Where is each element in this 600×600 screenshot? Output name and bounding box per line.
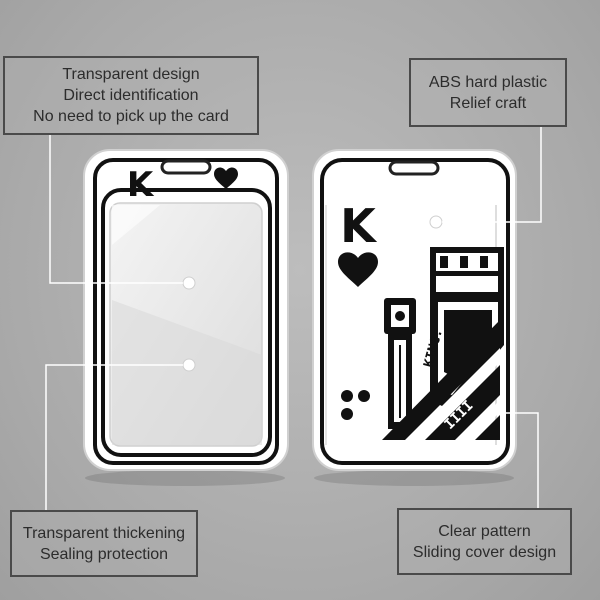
callout-3-line-2: Sealing protection [39,545,169,563]
right-heart-icon [338,252,378,287]
callout-2-line-2: Relief craft [449,94,527,112]
right-card-shadow [314,470,514,486]
callout-clear-pattern: Clear pattern Sliding cover design [397,508,572,575]
diagonal-band-graphic [382,320,500,440]
left-rank-k: K [127,165,155,205]
left-upper-marker-dot [182,276,196,290]
leader-line-1 [49,135,183,284]
callout-abs-plastic: ABS hard plastic Relief craft [409,58,567,127]
callout-2-line-1: ABS hard plastic [428,73,548,91]
left-window-frame [101,188,272,457]
left-card-holder: K [83,149,289,471]
callout-3-line-1: Transparent thickening [22,524,186,542]
callout-4-line-1: Clear pattern [438,522,531,540]
left-card-shadow [85,470,285,486]
leader-line-4 [500,412,539,508]
callout-1-line-2: Direct identification [63,87,199,104]
callout-1-line-1: Transparent design [62,66,200,83]
left-lanyard-slot [160,159,212,175]
callout-transparent-design: Transparent design Direct identification… [3,56,259,135]
callout-1-line-3: No need to pick up the card [33,108,229,125]
left-lower-marker-dot [182,358,196,372]
callout-transparent-thickening: Transparent thickening Sealing protectio… [10,510,198,577]
scepter-graphic [384,298,416,429]
left-heart-icon [214,167,238,189]
right-lanyard-slot [388,160,440,176]
leader-line-2 [442,127,542,223]
callout-4-line-2: Sliding cover design [412,543,557,561]
leader-lines [45,127,542,510]
window-reflection [112,300,262,445]
right-marker-dot [429,215,443,229]
right-rank-k: K [340,199,378,253]
dots-pattern [341,390,370,420]
right-card-holder: K [312,149,517,471]
leader-line-3 [45,364,183,510]
